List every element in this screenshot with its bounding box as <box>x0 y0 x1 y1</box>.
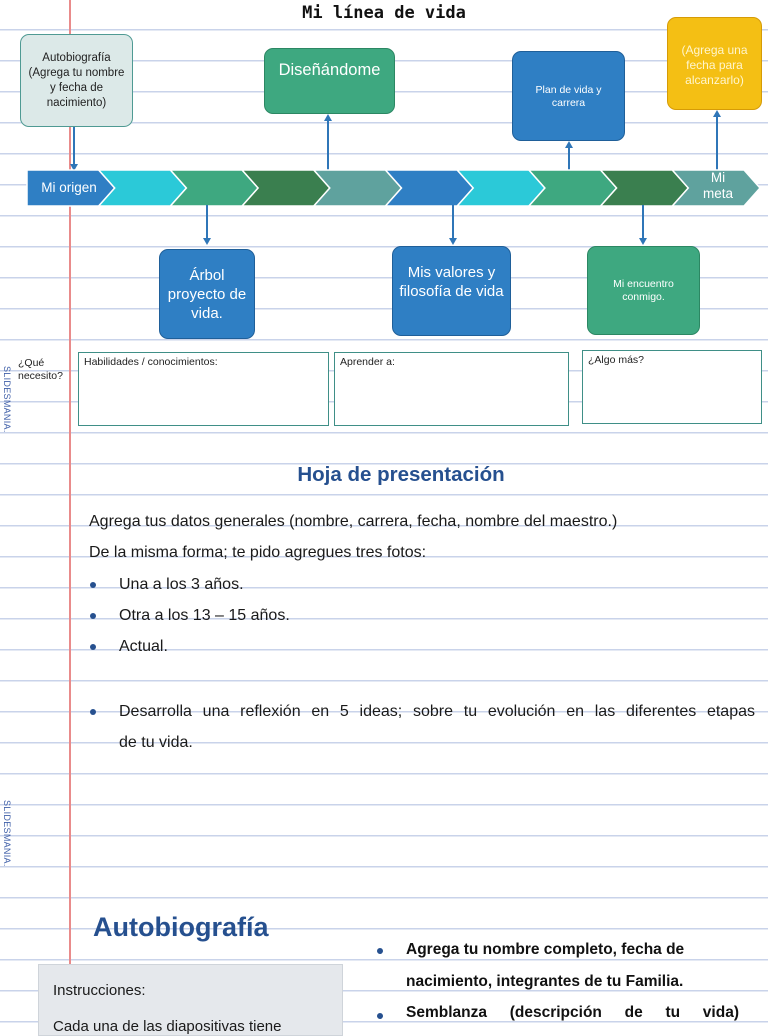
fecha-meta-box-text: (Agrega una fecha para alcanzarlo) <box>681 43 748 87</box>
arrowhead-fecha <box>713 110 721 117</box>
hoja-bullet-1: Una a los 3 años. <box>119 576 244 593</box>
plan-vida-box[interactable]: Plan de vida y carrera <box>512 51 625 141</box>
aprender-field[interactable]: Aprender a: <box>334 352 569 426</box>
connector-arbol <box>206 205 208 238</box>
bullet-dot <box>90 644 96 650</box>
arrowhead-plan <box>565 141 573 148</box>
disenandome-box-text: Diseñándome <box>278 61 381 79</box>
connector-fecha <box>716 117 718 170</box>
encuentro-box-text: Mi encuentro conmigo. <box>613 277 674 303</box>
plan-vida-box-text: Plan de vida y carrera <box>535 84 602 109</box>
instructions-panel: Instrucciones: Cada una de las diapositi… <box>38 964 343 1036</box>
timeline-segment <box>670 169 762 207</box>
notebook-margin-line <box>69 0 71 1024</box>
arrowhead-valores <box>449 238 457 245</box>
connector-disenandome <box>327 120 329 170</box>
arrowhead-autobiografia <box>70 164 78 171</box>
autobiografia-box-text: Autobiografía (Agrega tu nombre y fecha … <box>28 51 125 109</box>
bullet-dot <box>90 582 96 588</box>
encuentro-box[interactable]: Mi encuentro conmigo. <box>587 246 700 335</box>
disenandome-box[interactable]: Diseñándome <box>264 48 395 114</box>
arrowhead-encuentro <box>639 238 647 245</box>
watermark-top: SLIDESMANIA. <box>2 366 12 433</box>
page-title: Mi línea de vida <box>302 3 466 23</box>
watermark-middle: SLIDESMANIA. <box>2 800 12 867</box>
valores-box[interactable]: Mis valores y filosofía de vida <box>392 246 511 336</box>
hoja-reflexion-1: Desarrolla una reflexión en 5 ideas; sob… <box>119 703 755 720</box>
autobio-bullet-1-line2: nacimiento, integrantes de tu Familia. <box>406 973 684 990</box>
bullet-dot <box>90 613 96 619</box>
connector-autobiografia <box>73 127 75 167</box>
hoja-line1: Agrega tus datos generales (nombre, carr… <box>89 513 618 530</box>
connector-plan <box>568 147 570 170</box>
timeline-end-label-2: meta <box>703 186 734 201</box>
timeline-arrow: Mi origen Mi meta <box>26 169 762 207</box>
habilidades-field[interactable]: Habilidades / conocimientos: <box>78 352 329 426</box>
algo-mas-field[interactable]: ¿Algo más? <box>582 350 762 424</box>
hoja-bullet-3: Actual. <box>119 638 168 655</box>
needs-label: ¿Qué necesito? <box>18 357 63 382</box>
autobiografia-box[interactable]: Autobiografía (Agrega tu nombre y fecha … <box>20 34 133 127</box>
hoja-line2: De la misma forma; te pido agregues tres… <box>89 544 427 561</box>
instructions-label: Instrucciones: <box>53 982 146 999</box>
arrowhead-disenandome <box>324 114 332 121</box>
habilidades-label: Habilidades / conocimientos: <box>84 356 218 368</box>
arbol-box-text: Árbol proyecto de vida. <box>167 266 247 322</box>
hoja-heading: Hoja de presentación <box>297 463 505 486</box>
arbol-box[interactable]: Árbol proyecto de vida. <box>159 249 255 339</box>
hoja-bullet-2: Otra a los 13 – 15 años. <box>119 607 290 624</box>
timeline-start-label: Mi origen <box>41 180 97 195</box>
arrowhead-arbol <box>203 238 211 245</box>
instructions-text: Cada una de las diapositivas tiene <box>53 1018 282 1035</box>
connector-valores <box>452 205 454 238</box>
autobio-heading: Autobiografía <box>93 912 269 942</box>
valores-box-text: Mis valores y filosofía de vida <box>399 264 504 300</box>
autobio-bullet-2-line1: Semblanza (descripción de tu vida) <box>406 1004 739 1021</box>
hoja-reflexion-2: de tu vida. <box>119 734 193 751</box>
aprender-label: Aprender a: <box>340 356 395 368</box>
bullet-dot <box>90 709 96 715</box>
fecha-meta-box[interactable]: (Agrega una fecha para alcanzarlo) <box>667 17 762 110</box>
bullet-dot <box>377 1013 383 1019</box>
connector-encuentro <box>642 205 644 238</box>
algo-mas-label: ¿Algo más? <box>588 354 645 366</box>
autobio-bullet-1-line1: Agrega tu nombre completo, fecha de <box>406 941 685 958</box>
timeline-end-label-1: Mi <box>711 170 725 185</box>
bullet-dot <box>377 948 383 954</box>
